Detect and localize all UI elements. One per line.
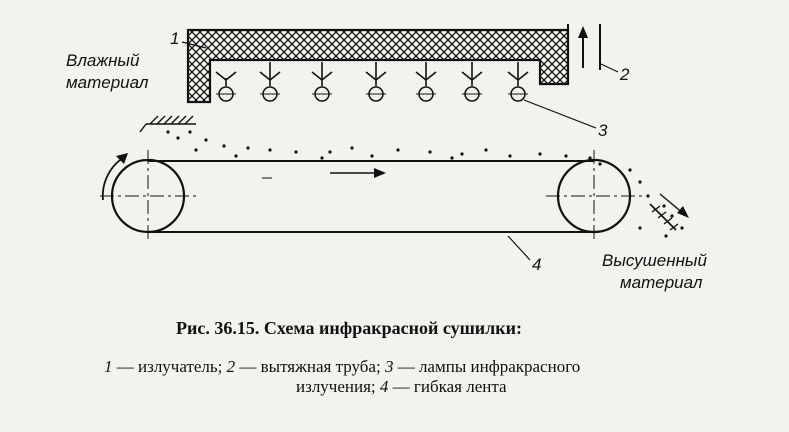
material-particle [638, 180, 642, 184]
dried-material-label-line1: Высушенный [602, 251, 707, 270]
material-particle [222, 144, 226, 148]
material-particle [188, 130, 192, 134]
material-particle [204, 138, 208, 142]
material-particle [564, 154, 568, 158]
material-particle [294, 150, 298, 154]
label-4: 4 [532, 255, 541, 274]
material-particle [664, 234, 668, 238]
infrared-lamps [215, 62, 529, 102]
wet-material-feed [139, 115, 196, 133]
legend-line2-pre: излучения; [296, 377, 380, 396]
figure-legend-line2: излучения; 4 — гибкая лента [296, 377, 507, 396]
infrared-lamp [365, 62, 387, 102]
label-3: 3 [598, 121, 608, 140]
legend-text-1: — излучатель; [113, 357, 227, 376]
material-particle [508, 154, 512, 158]
infrared-lamp [215, 71, 237, 102]
legend-text-3: — лампы инфракрасного [393, 357, 580, 376]
material-particle [670, 214, 674, 218]
infrared-lamp [259, 62, 281, 102]
material-particle [428, 150, 432, 154]
material-particle [328, 150, 332, 154]
material-particle [628, 168, 632, 172]
dried-material-discharge [649, 193, 689, 231]
legend-num-3: 3 [384, 357, 394, 376]
material-particle [246, 146, 250, 150]
material-particle [460, 152, 464, 156]
material-particle [194, 148, 198, 152]
legend-num-4: 4 [380, 377, 389, 396]
material-particle [396, 148, 400, 152]
infrared-lamp [311, 62, 333, 102]
wet-material-label-line1: Влажный [66, 51, 140, 70]
exhaust-pipe [567, 24, 601, 84]
material-particle [680, 226, 684, 230]
material-particle [450, 156, 454, 160]
material-particle [588, 156, 592, 160]
infrared-lamp [507, 62, 529, 102]
wet-material-label-line2: материал [66, 73, 149, 92]
dried-material-label-line2: материал [620, 273, 703, 292]
material-particles [166, 130, 684, 238]
material-particle [662, 204, 666, 208]
right-pulley [546, 150, 642, 242]
legend-text-4: — гибкая лента [388, 377, 507, 396]
infrared-lamp [415, 62, 437, 102]
material-particle [176, 136, 180, 140]
label-2: 2 [619, 65, 630, 84]
material-particle [538, 152, 542, 156]
material-particle [166, 130, 170, 134]
material-particle [234, 154, 238, 158]
material-particle [370, 154, 374, 158]
left-pulley [100, 150, 196, 242]
leader-lines [181, 41, 619, 261]
flexible-belt [148, 160, 594, 233]
material-particle [484, 148, 488, 152]
material-particle [598, 162, 602, 166]
legend-num-2: 2 [227, 357, 236, 376]
material-particle [320, 156, 324, 160]
infrared-lamp [461, 62, 483, 102]
label-1: 1 [170, 29, 179, 48]
figure-legend-line1: 1 — излучатель; 2 — вытяжная труба; 3 — … [104, 357, 580, 376]
figure-title: Рис. 36.15. Схема инфракрасной сушилки: [176, 318, 522, 338]
material-particle [646, 194, 650, 198]
material-particle [350, 146, 354, 150]
legend-text-2: — вытяжная труба; [235, 357, 385, 376]
legend-num-1: 1 [104, 357, 113, 376]
material-particle [268, 148, 272, 152]
material-particle [638, 226, 642, 230]
